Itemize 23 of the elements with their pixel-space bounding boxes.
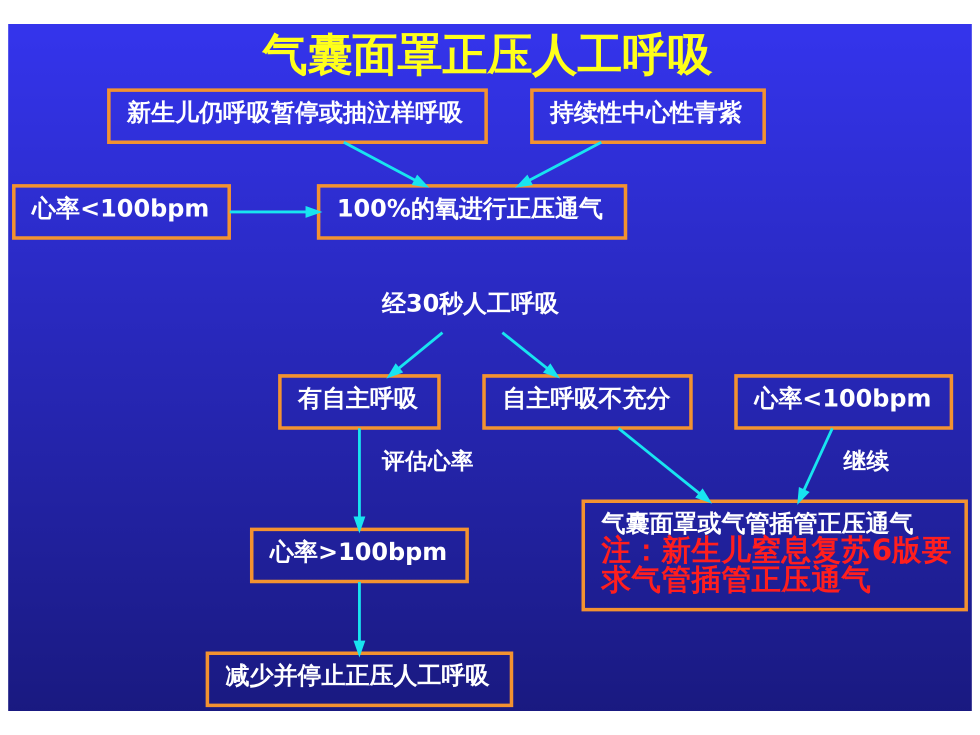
arrow — [230, 206, 322, 218]
node-box: 自主呼吸不充分 — [482, 374, 693, 430]
arrow — [354, 582, 366, 658]
diagram-title: 气囊面罩正压人工呼吸 — [262, 28, 713, 81]
node-box: 心率<100bpm — [734, 374, 954, 430]
arrow — [386, 332, 444, 379]
node-box: 100%的氧进行正压通气 — [316, 184, 628, 240]
node-text: 经30秒人工呼吸 — [382, 289, 560, 318]
node-box: 持续性中心性青紫 — [530, 88, 766, 144]
arrow — [354, 428, 366, 534]
arrow — [343, 141, 430, 188]
arrow — [618, 427, 712, 504]
node-box: 减少并停止正压人工呼吸 — [206, 652, 514, 708]
arrow — [502, 332, 560, 379]
edge-label: 评估心率 — [382, 448, 474, 475]
node-box: 气囊面罩或气管插管正压通气 注：新生儿窒息复苏6版要求气管插管正压通气 — [582, 499, 968, 612]
node-box: 有自主呼吸 — [278, 374, 441, 430]
arrow — [797, 428, 834, 505]
node-box: 新生儿仍呼吸暂停或抽泣样呼吸 — [107, 88, 488, 144]
node-box: 心率>100bpm — [250, 528, 469, 584]
arrow — [515, 141, 602, 188]
edge-label: 继续 — [844, 448, 890, 475]
node-box: 心率<100bpm — [12, 184, 231, 240]
